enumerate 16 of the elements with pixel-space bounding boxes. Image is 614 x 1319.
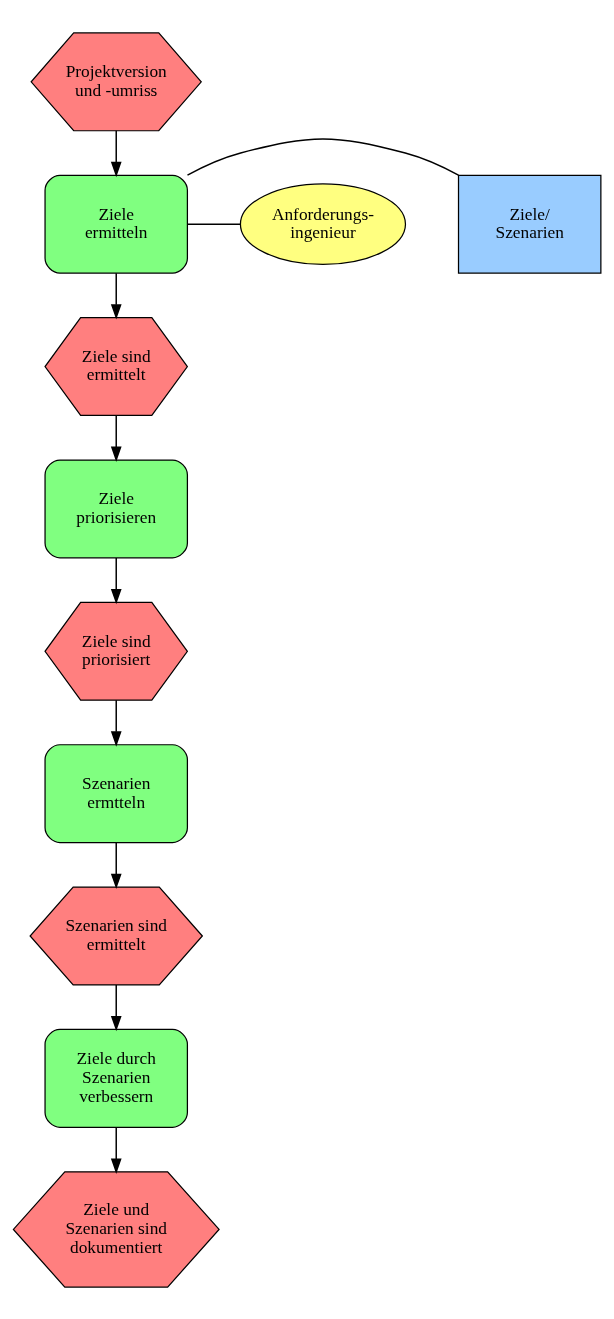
node-box: Ziele/ Szenarien bbox=[457, 174, 602, 274]
arrow bbox=[110, 699, 122, 747]
arrow bbox=[110, 983, 122, 1031]
arrow bbox=[110, 841, 122, 889]
arrow bbox=[110, 271, 122, 320]
arrow bbox=[110, 129, 122, 177]
connector bbox=[186, 222, 241, 225]
node-box: Ziele durch Szenarien verbessern bbox=[44, 1028, 189, 1128]
node-box: Szenarien ermtteln bbox=[44, 743, 189, 843]
arrow bbox=[110, 414, 122, 462]
connector bbox=[186, 137, 460, 176]
node-box: Ziele ermitteln bbox=[44, 174, 189, 274]
node-ellipse: Anforderungs- ingenieur bbox=[239, 182, 407, 265]
arrow bbox=[110, 556, 122, 604]
node-box: Ziele priorisieren bbox=[44, 458, 189, 558]
arrow bbox=[110, 1126, 122, 1174]
